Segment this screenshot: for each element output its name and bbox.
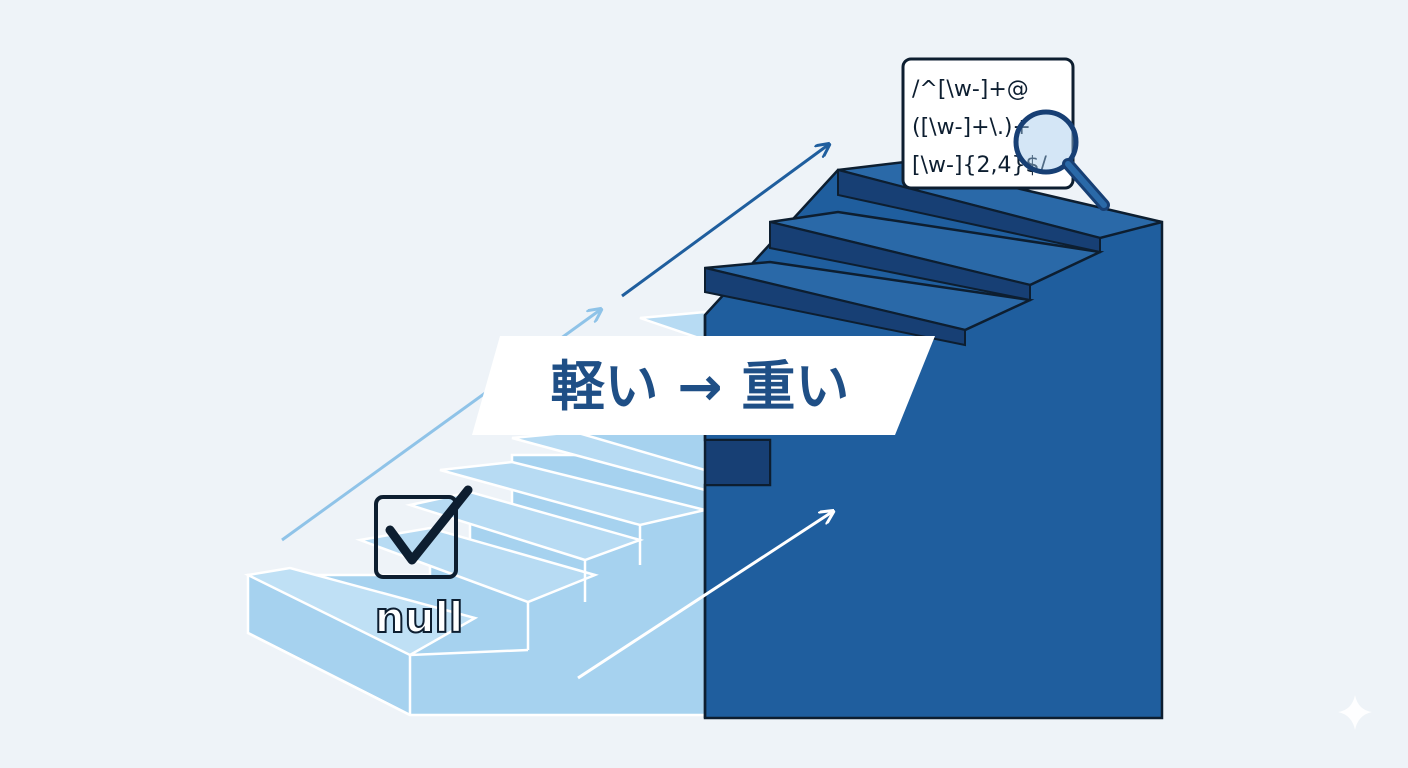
- arrow-dark-upper: [621, 145, 828, 298]
- regex-line-1: /^[\w-]+@: [912, 77, 1029, 102]
- dark-riser-3: [837, 168, 1101, 254]
- regex-card-box: [901, 57, 1075, 190]
- light-tread-1: [243, 566, 479, 657]
- light-staircase: [243, 310, 707, 717]
- light-tread-6: [639, 310, 707, 342]
- dark-lower-step: [704, 439, 771, 486]
- arrow-white-lower: [577, 512, 832, 680]
- regex-card: /^[\w-]+@ ([\w-]+\.)+ [\w-]{2,4}$/: [901, 57, 1110, 211]
- banner-shape: [472, 336, 935, 435]
- dark-riser-2: [769, 220, 1031, 302]
- checkmark-icon: [385, 485, 473, 565]
- null-label: null: [375, 593, 464, 642]
- sparkle-icon: [1338, 695, 1372, 730]
- magnifying-glass-icon: [1013, 109, 1110, 211]
- checkbox-checked-icon: [374, 495, 458, 579]
- regex-line-2: ([\w-]+\.)+: [912, 115, 1031, 140]
- banner-text: 軽い → 重い: [551, 355, 850, 418]
- dark-staircase: [703, 160, 1164, 720]
- dark-riser-1: [704, 266, 966, 347]
- null-checkbox: null: [374, 485, 473, 643]
- banner: 軽い → 重い: [472, 336, 935, 435]
